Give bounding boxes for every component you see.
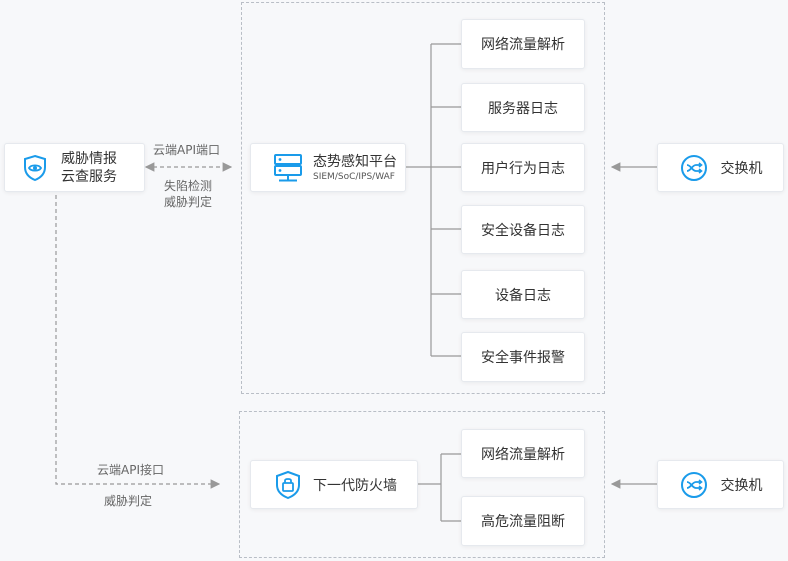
platform-label: 态势感知平台 SIEM/SoC/IPS/WAF bbox=[313, 153, 397, 182]
intel-firewall-link bbox=[55, 195, 221, 489]
fw-card-network-traffic: 网络流量解析 bbox=[461, 429, 585, 478]
log-card-server-log: 服务器日志 bbox=[461, 83, 585, 132]
top-link-label-3: 威胁判定 bbox=[164, 195, 213, 209]
switch-bottom-card: 交换机 bbox=[657, 460, 784, 509]
platform-zone bbox=[241, 2, 605, 394]
fw-card-high-risk-block: 高危流量阻断 bbox=[461, 496, 585, 546]
bottom-link-label-1: 云端API接口 bbox=[97, 463, 164, 477]
firewall-card: 下一代防火墙 bbox=[250, 460, 418, 509]
bottom-link-label-2: 威胁判定 bbox=[104, 494, 153, 508]
server-icon bbox=[271, 151, 305, 185]
log-card-security-alert: 安全事件报警 bbox=[461, 332, 585, 382]
log-card-network-traffic: 网络流量解析 bbox=[461, 19, 585, 69]
switch-icon bbox=[679, 153, 709, 183]
shield-lock-icon bbox=[273, 469, 303, 501]
log-card-security-device: 安全设备日志 bbox=[461, 205, 585, 254]
switch-bottom-label: 交换机 bbox=[720, 477, 763, 494]
platform-card: 态势感知平台 SIEM/SoC/IPS/WAF bbox=[250, 143, 406, 192]
intel-card: 威胁情报 云查服务 bbox=[4, 143, 145, 192]
firewall-label: 下一代防火墙 bbox=[313, 477, 397, 494]
log-card-user-behavior: 用户行为日志 bbox=[461, 143, 585, 192]
shield-eye-icon bbox=[19, 152, 51, 184]
intel-label: 威胁情报 云查服务 bbox=[61, 150, 117, 185]
log-card-device-log: 设备日志 bbox=[461, 270, 585, 319]
switch-top-card: 交换机 bbox=[657, 143, 784, 192]
switch-top-label: 交换机 bbox=[720, 160, 763, 177]
top-link-label-1: 云端API端口 bbox=[153, 143, 220, 157]
firewall-zone bbox=[239, 411, 605, 558]
switch-icon bbox=[679, 470, 709, 500]
top-link-label-2: 失陷检测 bbox=[164, 179, 213, 193]
